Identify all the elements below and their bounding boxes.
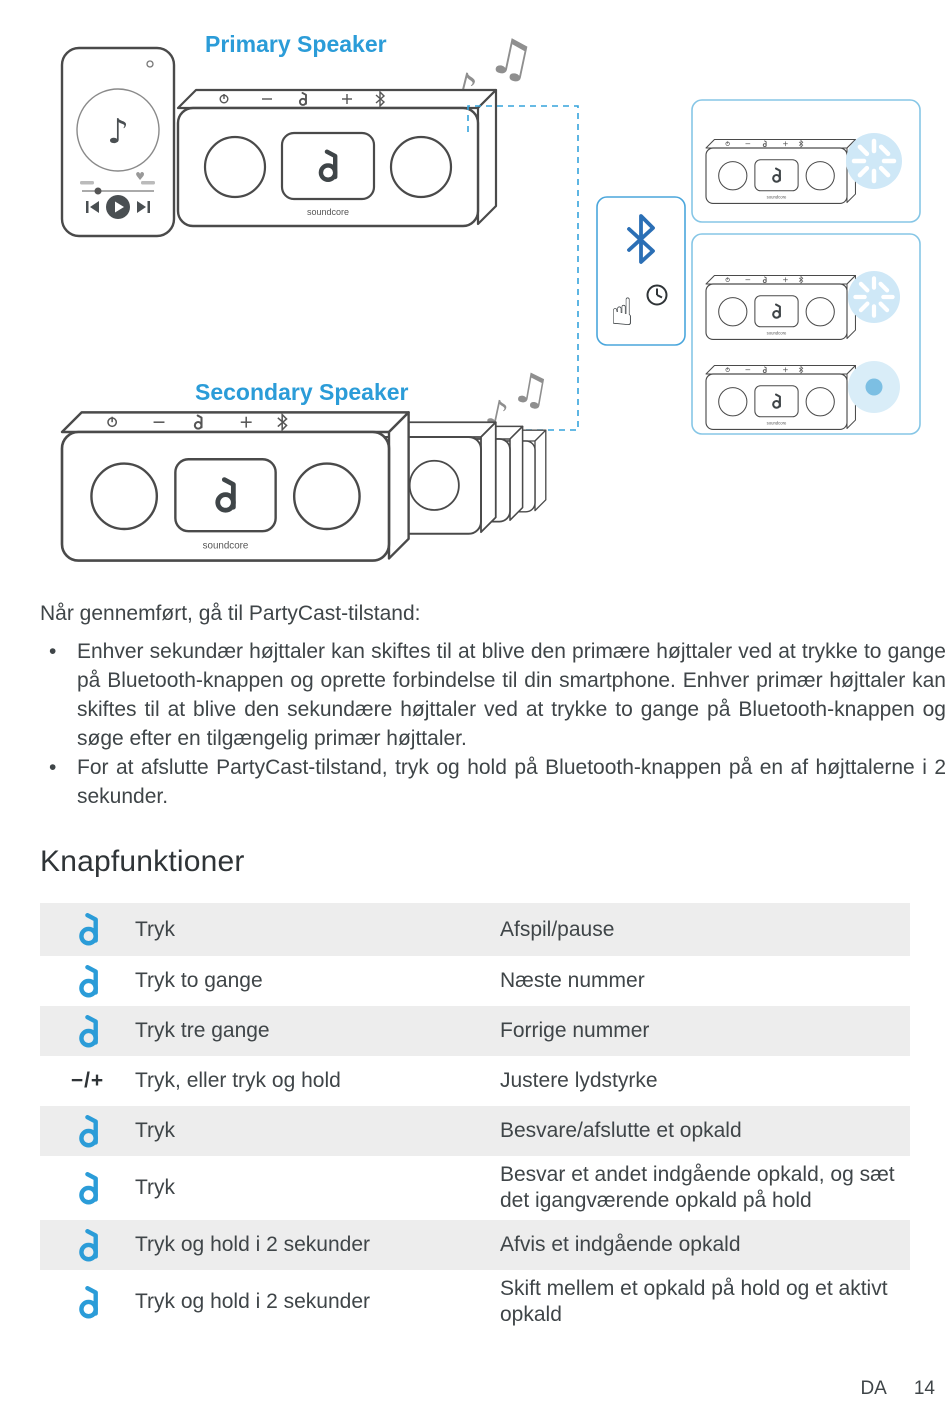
row-action: Tryk og hold i 2 sekunder [135,1233,371,1256]
bullet-marker: • [49,640,57,663]
previous-track-icon [90,201,99,213]
album-art-circle [76,88,160,172]
list-item: • For at afslutte PartyCast-tilstand, tr… [40,753,946,811]
soundcore-button-icon [77,1115,99,1148]
bullet-marker: • [49,756,57,779]
primary-speaker-illustration [178,90,496,226]
row-action: Tryk og hold i 2 sekunder [135,1290,371,1313]
row-action: Tryk [135,1176,176,1199]
table-row: Tryk og hold i 2 sekunder Afvis et indgå… [40,1220,910,1270]
soundcore-button-icon [77,1172,99,1205]
language-code: DA [860,1378,887,1399]
table-row: Tryk to gange Næste nummer [40,956,910,1006]
row-action: Tryk to gange [135,969,263,992]
table-row: Tryk og hold i 2 sekunder Skift mellem e… [40,1270,910,1334]
music-notes-icon: ♫ [484,25,540,91]
soundcore-button-icon [77,1229,99,1262]
row-result: Afspil/pause [500,917,615,941]
secondary-speaker-group [62,412,546,560]
row-action: Tryk tre gange [135,1019,270,1042]
pairing-connector-dashed-line [467,105,579,431]
table-row: Tryk Afspil/pause [40,903,910,956]
row-action: Tryk, eller tryk og hold [135,1069,341,1092]
status-box-primary-blinking [691,99,921,223]
blinking-light-icon [846,133,902,189]
intro-lead: Når gennemført, gå til PartyCast-tilstan… [40,602,421,625]
table-row: Tryk Besvar et andet indgående opkald, o… [40,1156,910,1220]
page-footer: DA 14 [860,1378,935,1400]
table-row: Tryk Besvare/afslutte et opkald [40,1106,910,1156]
blinking-light-icon [848,271,900,323]
partycast-illustration: soundcore ♪ ♥ [0,25,921,600]
status-box-pairing-result [691,233,921,435]
volume-minus-plus-icon: −/+ [70,1069,105,1092]
phone-camera-dot [146,60,154,68]
steady-light-icon [848,361,900,413]
soundcore-button-icon [77,913,99,946]
page-number: 14 [913,1378,935,1399]
primary-speaker-label: Primary Speaker [205,31,387,57]
bluetooth-press-instruction-box: ☝ [596,196,686,346]
row-result: Justere lydstyrke [500,1069,658,1092]
bullet-text: Enhver sekundær højttaler kan skiftes ti… [77,640,946,750]
secondary-speaker-label: Secondary Speaker [195,379,409,405]
table-row: −/+ Tryk, eller tryk og hold Justere lyd… [40,1056,910,1106]
button-functions-table: Tryk Afspil/pause Tryk to gange Næste nu… [40,903,910,1334]
music-notes-icon: ♫ [508,362,554,417]
list-item: • Enhver sekundær højttaler kan skiftes … [40,637,946,753]
smartphone-illustration: ♪ ♥ [60,46,176,238]
row-action: Tryk [135,917,176,941]
row-result: Besvare/afslutte et opkald [500,1119,742,1142]
row-result: Besvar et andet indgående opkald, og sæt… [500,1163,895,1212]
bullet-text: For at afslutte PartyCast-tilstand, tryk… [77,756,946,808]
soundcore-button-icon [77,965,99,998]
body-text: Når gennemført, gå til PartyCast-tilstan… [40,599,946,1334]
intro-bullets: • Enhver sekundær højttaler kan skiftes … [40,637,946,811]
row-result: Skift mellem et opkald på hold og et akt… [500,1277,888,1326]
bluetooth-icon [627,214,655,264]
phone-music-note-icon: ♪ [107,112,129,152]
row-result: Afvis et indgående opkald [500,1233,741,1256]
favorite-heart-icon: ♥ [135,170,145,183]
section-title: Knapfunktioner [40,845,245,878]
progress-thumb [94,187,102,195]
next-track-icon [137,201,146,213]
clock-icon [646,284,668,306]
player-controls [86,195,150,219]
press-hand-icon: ☝ [610,290,633,334]
soundcore-button-icon [77,1286,99,1319]
row-result: Næste nummer [500,969,645,992]
soundcore-button-icon [77,1015,99,1048]
row-result: Forrige nummer [500,1019,650,1042]
row-action: Tryk [135,1119,176,1142]
table-row: Tryk tre gange Forrige nummer [40,1006,910,1056]
